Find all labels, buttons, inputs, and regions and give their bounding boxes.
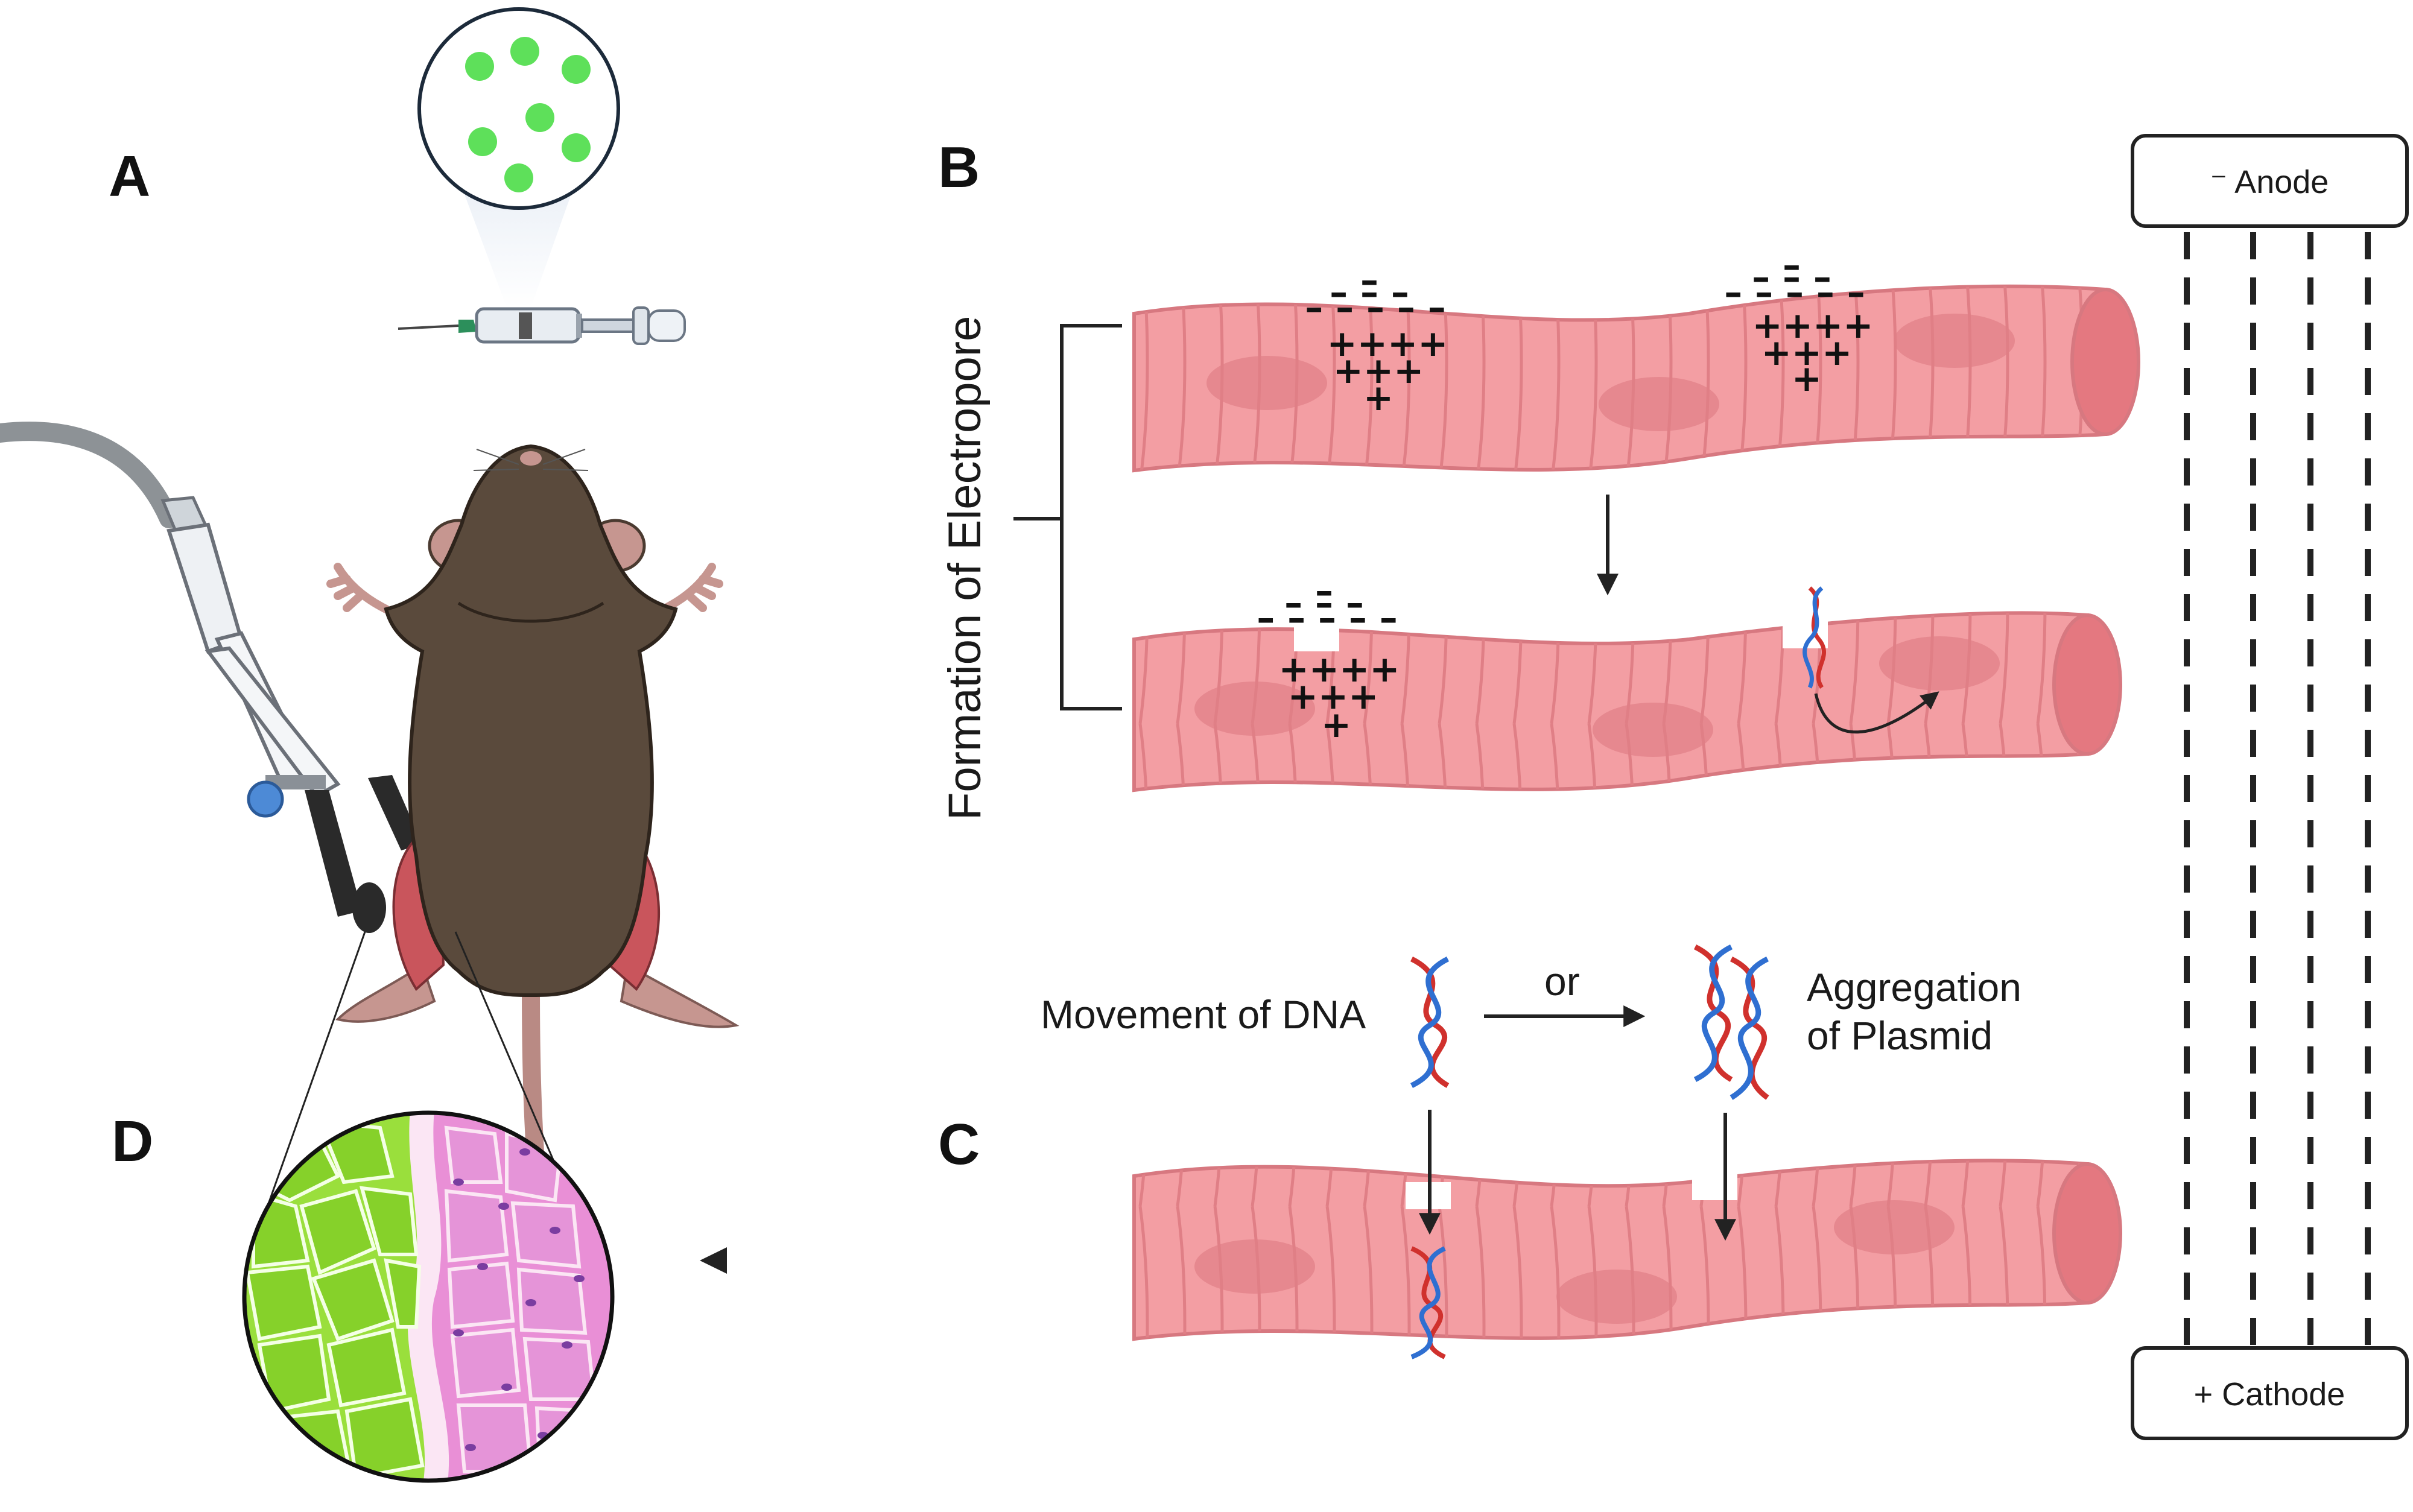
electropore-bracket: [1013, 324, 1122, 710]
aggregation-label-line2: of Plasmid: [1807, 1013, 1993, 1058]
mouse-body: [384, 444, 678, 998]
svg-text:+: +: [1363, 377, 1394, 419]
he-fibers: [444, 1125, 600, 1473]
arrow-c-to-d-head: [700, 1247, 727, 1274]
gfp-particles: [465, 37, 591, 192]
svg-text:+++: +++: [1288, 675, 1379, 718]
movement-of-dna-label: Movement of DNA: [1041, 992, 1366, 1037]
electrode-setup: ⁻ Anode + Cathode: [2131, 134, 2409, 1440]
particle-magnifier: [417, 7, 620, 308]
fiber-1-end: [2070, 288, 2140, 436]
gfp-fibers: [245, 1119, 425, 1480]
screw-knob-icon: [247, 780, 284, 818]
panel-letter-d: D: [112, 1109, 153, 1174]
svg-text:– – –: – – –: [1330, 271, 1409, 314]
charge-cluster-2: – – – – – – – – – ++++ +++ +: [1724, 244, 1873, 400]
histology-magnified-view: [242, 1110, 615, 1483]
svg-text:– – –: – – –: [1752, 256, 1831, 299]
fiber-2-end: [2052, 613, 2122, 756]
mouse-right-hindpaw: [620, 963, 740, 1028]
panel-letter-c: C: [938, 1112, 980, 1177]
fiber-3-end: [2052, 1162, 2122, 1305]
muscle-fiber-2: [1132, 611, 2122, 792]
cathode-label: + Cathode: [2194, 1376, 2345, 1412]
charge-cluster-1: – – – – – – – – – ++++ +++ +: [1305, 259, 1448, 419]
dna-helix-aggregate: [1693, 944, 1769, 1100]
anode-box: [2131, 134, 2409, 228]
svg-text:+: +: [1792, 358, 1822, 400]
panel-letter-b: B: [938, 135, 980, 200]
formation-of-electropore-label: Formation of Electropore: [939, 316, 991, 820]
svg-text:– – – – –: – – – – –: [1305, 286, 1446, 329]
anode-label: ⁻ Anode: [2210, 164, 2329, 200]
mouse-whiskers: [473, 449, 589, 471]
muscle-fiber-1: [1132, 284, 2140, 473]
muscle-fiber-3: [1132, 1159, 2122, 1341]
svg-text:++++: ++++: [1752, 305, 1873, 347]
zoom-line-left: [264, 931, 366, 1213]
dna-inside-fiber: [1410, 1246, 1446, 1359]
svg-text:– – – – –: – – – – –: [1257, 597, 1398, 639]
charge-cluster-3: – – – – – – – – – ++++ +++ +: [1257, 570, 1400, 746]
electrode-forceps-icon: [0, 422, 422, 933]
aggregation-label-line1: Aggregation: [1807, 965, 2021, 1010]
svg-text:+++: +++: [1761, 332, 1853, 374]
mouse-right-forepaw: [659, 563, 723, 613]
svg-text:++++: ++++: [1327, 323, 1448, 365]
dna-entering-pore: [1803, 586, 1826, 689]
svg-text:–: –: [1783, 244, 1801, 286]
svg-text:–: –: [1360, 259, 1378, 302]
field-lines: [2184, 232, 2371, 1345]
or-label: or: [1544, 959, 1580, 1004]
svg-text:+: +: [1321, 704, 1351, 746]
svg-text:+++: +++: [1333, 350, 1424, 392]
dna-helix-single: [1410, 956, 1450, 1089]
svg-text:– – – – –: – – – – –: [1724, 271, 1865, 314]
mouse-left-forepaw: [326, 563, 390, 613]
svg-text:– – –: – – –: [1284, 582, 1364, 624]
panel-letter-a: A: [109, 144, 150, 209]
nuclei: [453, 1148, 585, 1451]
syringe-icon: [398, 306, 686, 345]
svg-text:–: –: [1315, 570, 1333, 612]
cathode-box: [2131, 1346, 2409, 1440]
dna-curved-arrow: [1814, 691, 1939, 734]
svg-text:++++: ++++: [1278, 648, 1400, 691]
